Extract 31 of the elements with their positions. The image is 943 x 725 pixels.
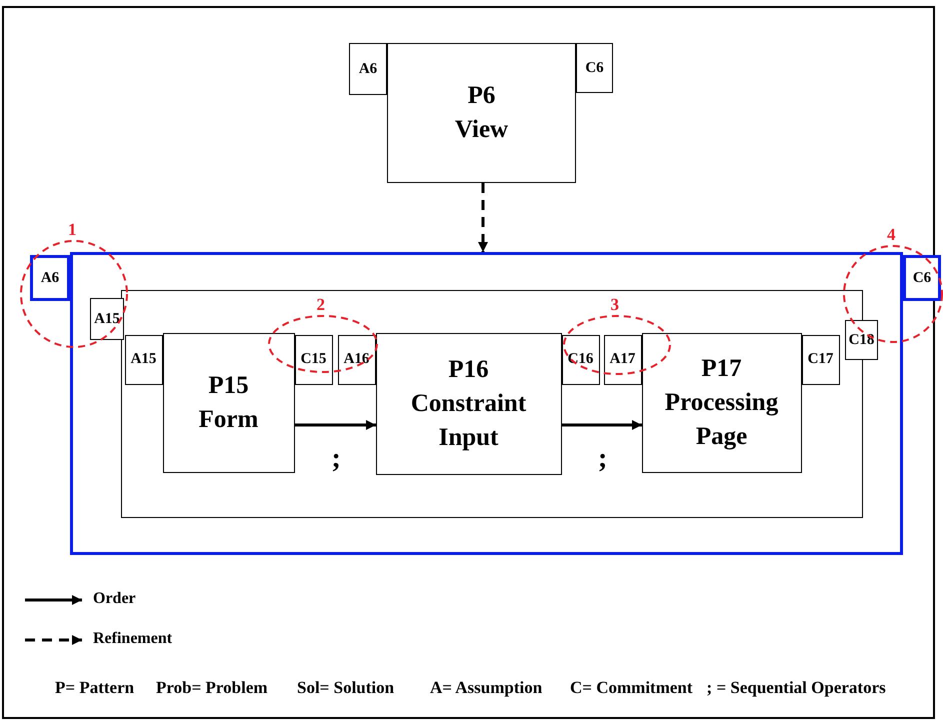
edge-label: ; [598, 443, 608, 475]
key-note: ; = Sequential Operators [706, 678, 886, 698]
port-tag: A17 [604, 334, 642, 384]
callout-number: 2 [316, 294, 325, 314]
key-note: Sol= Solution [297, 678, 394, 698]
legend-text: Order [93, 590, 136, 608]
port-tag: A6 [349, 43, 387, 95]
port-tag: A15 [124, 334, 162, 384]
pattern-box: P17 Processing Page [642, 332, 802, 472]
port-tag: A15 [90, 298, 124, 340]
pattern-box: P15 Form [162, 332, 294, 472]
key-note: P= Pattern [55, 678, 134, 698]
callout-number: 1 [68, 220, 76, 240]
composite-frame [70, 252, 903, 555]
edge-label: ; [332, 443, 341, 475]
key-note: C= Commitment [570, 678, 693, 698]
callout-number: 4 [887, 225, 896, 245]
pattern-box: P6 View [387, 43, 576, 183]
arrow [562, 420, 642, 430]
pattern-box: P16 Constraint Input [376, 332, 562, 474]
callout-number: 3 [610, 294, 619, 314]
port-tag: C6 [576, 43, 613, 93]
port-tag: A16 [338, 334, 376, 384]
port-tag: C15 [294, 334, 332, 384]
legend-text: Refinement [93, 630, 172, 648]
key-note: A= Assumption [430, 678, 542, 698]
port-tag: C17 [802, 334, 840, 384]
port-tag: C16 [562, 334, 600, 384]
arrow [295, 420, 376, 430]
key-note: Prob= Problem [156, 678, 268, 698]
arrow [478, 183, 488, 252]
